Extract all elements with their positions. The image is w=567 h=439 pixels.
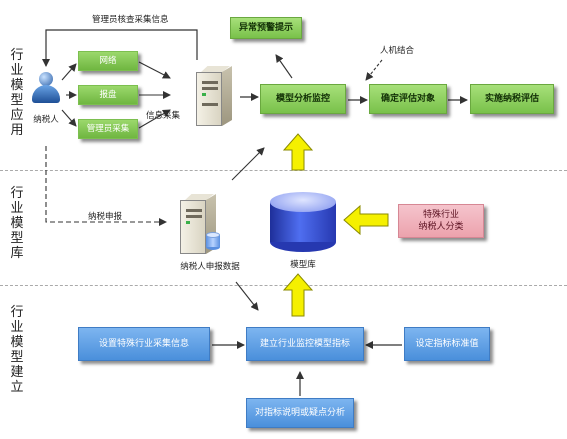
- build-index-box: 建立行业监控模型指标: [246, 327, 364, 361]
- analysis-to-alert: [275, 54, 293, 79]
- set-standard-box: 设定指标标准值: [404, 327, 490, 361]
- declare-server-icon: [180, 194, 216, 254]
- yellow-arrow-build-to-library: [282, 273, 314, 317]
- declare-to-build: [235, 281, 259, 311]
- human-machine-arrow: [365, 59, 383, 81]
- collection-server-icon: [196, 66, 232, 126]
- info-collect-label: 信息采集: [146, 111, 181, 121]
- section-label-library: 行业模型库: [10, 186, 24, 261]
- human-machine-label: 人机结合: [380, 46, 415, 56]
- declare-data-label: 纳税人申报数据: [180, 262, 240, 272]
- taxpayer-to-admin: [61, 109, 77, 127]
- taxpayer-label: 纳税人: [33, 115, 59, 125]
- alert-box: 异常预警提示: [230, 17, 302, 39]
- section-label-building: 行业模型建立: [10, 305, 24, 395]
- source-admin: 管理员采集: [78, 119, 138, 139]
- model-analysis-box: 模型分析监控: [260, 84, 346, 114]
- declare-label: 纳税申报: [88, 212, 123, 222]
- taxpayer-to-network: [61, 63, 77, 81]
- network-to-server: [138, 61, 171, 79]
- yellow-arrow-special-to-library: [343, 204, 389, 236]
- taxpayer-icon: [32, 72, 60, 104]
- section-label-application: 行业模型应用: [10, 48, 24, 138]
- model-library-label: 模型库: [290, 260, 316, 270]
- special-industry-box: 特殊行业 纳税人分类: [398, 204, 484, 238]
- loop-connector: [42, 29, 198, 67]
- declare-connector: [45, 146, 167, 226]
- yellow-arrow-library-to-analysis: [282, 133, 314, 171]
- set-collection-box: 设置特殊行业采集信息: [78, 327, 210, 361]
- loop-label: 管理员核查采集信息: [92, 15, 169, 25]
- determine-target-box: 确定评估对象: [369, 84, 447, 114]
- declare-to-analysis: [231, 147, 265, 181]
- source-network: 网络: [78, 51, 138, 71]
- declare-db-icon: [206, 232, 220, 250]
- admin-to-server: [138, 109, 171, 129]
- section-divider-2: [0, 285, 567, 286]
- index-analysis-box: 对指标说明或疑点分析: [246, 398, 354, 428]
- tax-evaluation-box: 实施纳税评估: [470, 84, 554, 114]
- section-divider-1: [0, 170, 567, 171]
- source-disk: 报盘: [78, 85, 138, 105]
- model-library-cylinder: [270, 192, 336, 252]
